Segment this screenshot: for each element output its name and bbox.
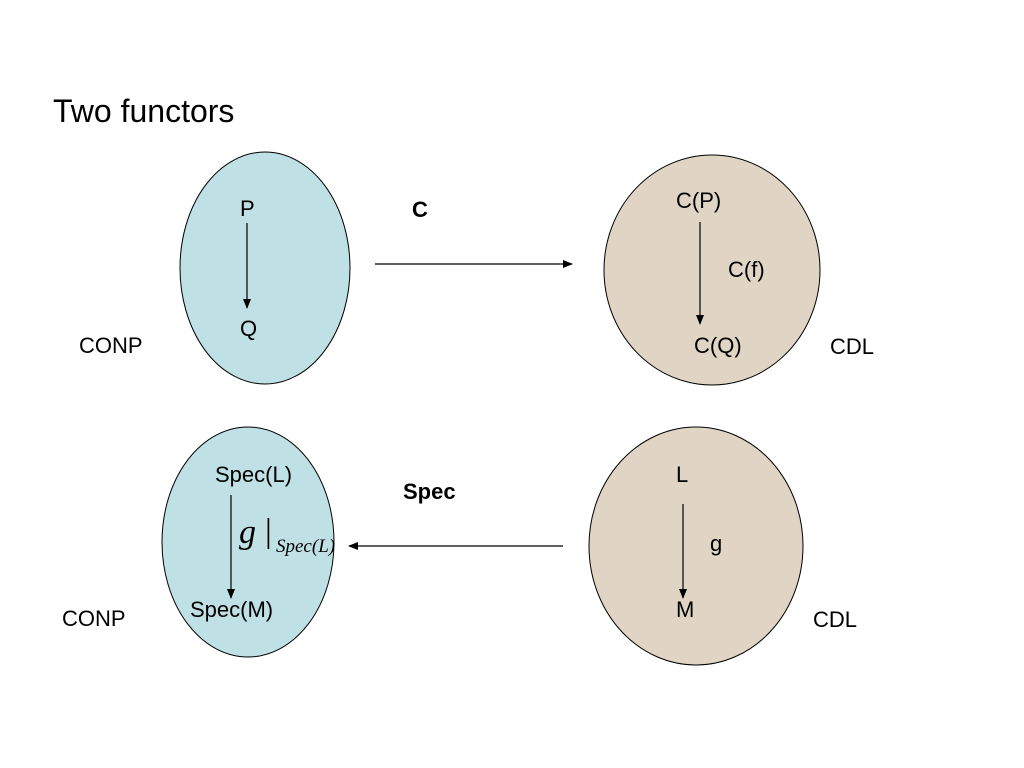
- object-m-label: M: [676, 597, 695, 622]
- functor-c-label: C: [412, 197, 428, 222]
- slide-title: Two functors: [53, 93, 235, 129]
- object-l-label: L: [676, 462, 689, 487]
- cdl-label-top: CDL: [830, 334, 875, 359]
- object-specl-label: Spec(L): [215, 462, 293, 487]
- morphism-cf-label: C(f): [728, 257, 765, 282]
- restriction-bar: |: [265, 513, 272, 550]
- restriction-subscript: Spec(L): [276, 536, 336, 557]
- object-cp-label: C(P): [676, 188, 722, 213]
- object-cq-label: C(Q): [694, 333, 742, 358]
- object-p-label: P: [240, 196, 255, 221]
- cdl-category-bottom: [588, 426, 804, 666]
- object-specm-label: Spec(M): [190, 597, 274, 622]
- cdl-label-bottom: CDL: [813, 607, 858, 632]
- cdl-category-top: [603, 154, 821, 386]
- conp-label-top: CONP: [79, 333, 143, 358]
- morphism-g-restricted-symbol: g: [239, 514, 256, 551]
- conp-label-bottom: CONP: [62, 606, 126, 631]
- functor-spec-label: Spec: [403, 479, 456, 504]
- object-q-label: Q: [240, 316, 258, 341]
- conp-category-bottom: [161, 426, 335, 658]
- conp-category-top: [179, 151, 351, 385]
- morphism-g-label: g: [710, 531, 723, 556]
